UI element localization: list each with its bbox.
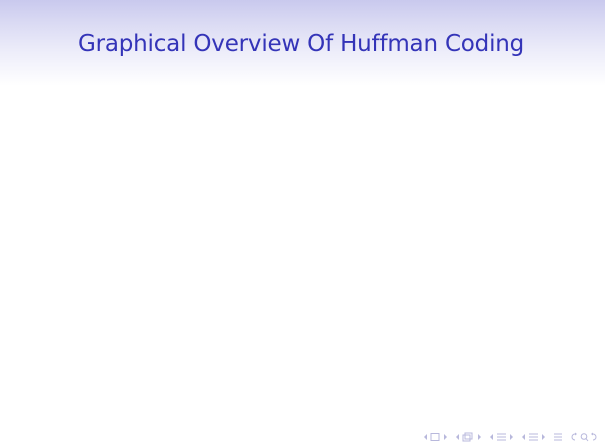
beamer-navigation-symbols [423,431,599,443]
slide-body [0,86,605,426]
document-nav-icon[interactable] [521,432,547,442]
subsection-nav-icon[interactable] [455,432,483,442]
frame-nav-icon[interactable] [423,432,449,442]
slide-title: Graphical Overview Of Huffman Coding [78,31,525,57]
align-icon[interactable] [553,432,563,442]
frame-title-bar [0,0,605,86]
search-back-forward-icon[interactable] [569,432,599,442]
section-nav-icon[interactable] [489,432,515,442]
